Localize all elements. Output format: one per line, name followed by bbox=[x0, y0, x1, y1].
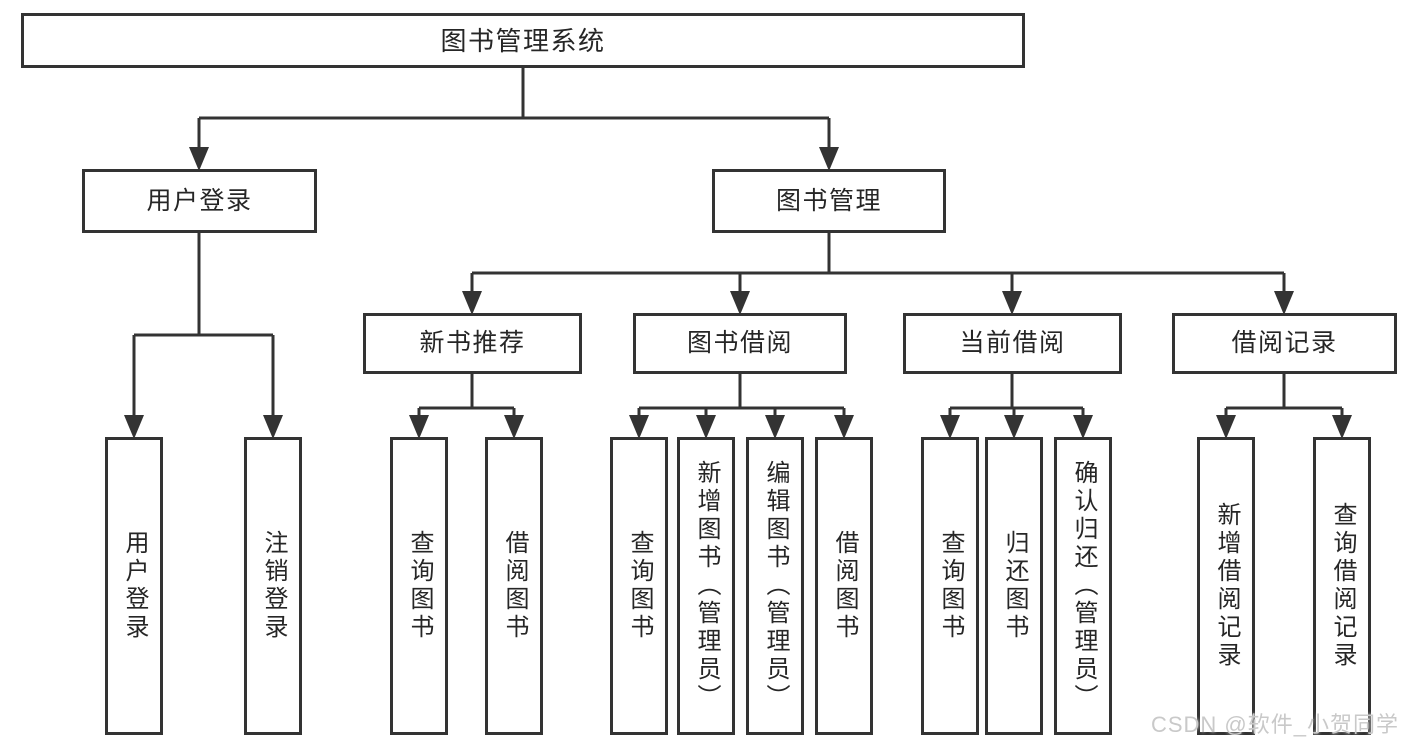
leaf-query-borrow-record: 查询借阅记录 bbox=[1313, 437, 1371, 735]
node-current-borrowing: 当前借阅 bbox=[903, 313, 1122, 374]
node-new-book-recommend: 新书推荐 bbox=[363, 313, 582, 374]
node-new-book-recommend-label: 新书推荐 bbox=[419, 329, 526, 357]
node-library-system-label: 图书管理系统 bbox=[440, 25, 606, 56]
node-book-borrowing-label: 图书借阅 bbox=[686, 329, 793, 357]
leaf-borrow-book-borrowing: 借阅图书 bbox=[815, 437, 873, 735]
leaf-query-borrow-record-label: 查询借阅记录 bbox=[1329, 502, 1356, 670]
leaf-query-book-recommend-label: 查询图书 bbox=[406, 530, 433, 642]
node-borrow-records: 借阅记录 bbox=[1172, 313, 1397, 374]
leaf-edit-book-admin: 编辑图书（管理员） bbox=[746, 437, 804, 735]
leaf-query-book-current-label: 查询图书 bbox=[937, 530, 964, 642]
leaf-add-book-admin: 新增图书（管理员） bbox=[677, 437, 735, 735]
leaf-user-login: 用户登录 bbox=[105, 437, 163, 735]
leaf-query-book-borrowing: 查询图书 bbox=[610, 437, 668, 735]
leaf-borrow-book-recommend-label: 借阅图书 bbox=[501, 530, 528, 642]
leaf-user-login-label: 用户登录 bbox=[121, 530, 148, 642]
leaf-confirm-return-admin: 确认归还（管理员） bbox=[1054, 437, 1112, 735]
node-book-management: 图书管理 bbox=[712, 169, 946, 233]
leaf-borrow-book-borrowing-label: 借阅图书 bbox=[831, 530, 858, 642]
leaf-query-book-borrowing-label: 查询图书 bbox=[626, 530, 653, 642]
node-book-borrowing: 图书借阅 bbox=[633, 313, 847, 374]
leaf-add-book-admin-label: 新增图书（管理员） bbox=[693, 460, 720, 712]
leaf-query-book-recommend: 查询图书 bbox=[390, 437, 448, 735]
leaf-confirm-return-admin-label: 确认归还（管理员） bbox=[1070, 460, 1097, 712]
node-user-login-label: 用户登录 bbox=[146, 186, 253, 215]
leaf-return-book-label: 归还图书 bbox=[1001, 530, 1028, 642]
leaf-logout-label: 注销登录 bbox=[260, 530, 287, 642]
leaf-edit-book-admin-label: 编辑图书（管理员） bbox=[762, 460, 789, 712]
csdn-watermark: CSDN @软件_小贺同学 bbox=[1150, 712, 1399, 737]
node-book-management-label: 图书管理 bbox=[775, 186, 882, 215]
node-borrow-records-label: 借阅记录 bbox=[1231, 329, 1338, 357]
leaf-return-book: 归还图书 bbox=[985, 437, 1043, 735]
leaf-logout: 注销登录 bbox=[244, 437, 302, 735]
leaf-add-borrow-record: 新增借阅记录 bbox=[1197, 437, 1255, 735]
leaf-query-book-current: 查询图书 bbox=[921, 437, 979, 735]
node-user-login: 用户登录 bbox=[82, 169, 317, 233]
node-library-system: 图书管理系统 bbox=[21, 13, 1025, 68]
node-current-borrowing-label: 当前借阅 bbox=[959, 329, 1066, 357]
leaf-add-borrow-record-label: 新增借阅记录 bbox=[1213, 502, 1240, 670]
leaf-borrow-book-recommend: 借阅图书 bbox=[485, 437, 543, 735]
